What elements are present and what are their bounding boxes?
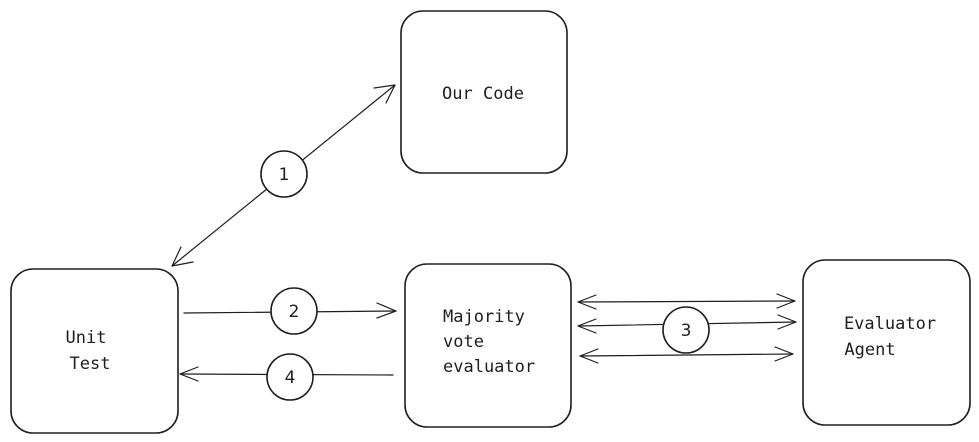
step-4-label: 4 [285,368,296,388]
our-code-label: Our Code [442,84,524,104]
arrow-1-head-bottom [171,246,194,267]
arrow-3c-head-right [774,346,794,362]
arrow-majority-to-unit-test: 4 [179,353,394,401]
arrow-3b-head-left [577,318,597,334]
majority-label-line2: vote [443,332,484,352]
step-1-badge [260,150,308,198]
arrow-1-head-top [373,84,396,104]
arrow-unit-test-to-majority: 2 [183,287,397,335]
step-4-badge [266,353,314,401]
majority-vote-evaluator-box-shape [404,263,572,428]
majority-label-line1: Majority [443,307,525,327]
our-code-box: Our Code [400,10,568,174]
arrow-unit-test-our-code: 1 [171,84,396,267]
step-3-label: 3 [681,321,692,341]
unit-test-label-line1: Unit [66,328,107,348]
arrow-3c-line [579,353,794,357]
evaluator-agent-label-line2: Agent [844,340,895,360]
arrows-majority-agent: 3 [577,293,797,364]
arrow-4-head [179,366,199,382]
arrow-3a-head-right [776,293,796,309]
majority-label-line3: evaluator [443,357,535,377]
evaluator-agent-label-line1: Evaluator [844,314,936,334]
unit-test-label-line2: Test [70,354,111,374]
arrow-3c-head-left [579,348,599,364]
unit-test-box: Unit Test [10,268,179,434]
step-1-label: 1 [279,165,290,185]
step-3-badge [662,306,710,354]
arrow-3b-head-right [777,314,797,330]
arrow-2-head [376,302,397,319]
step-2-badge [270,287,318,335]
evaluator-agent-box-shape [802,259,971,426]
unit-test-box-shape [10,268,179,434]
evaluator-agent-box: Evaluator Agent [802,259,971,426]
arrow-3a-line [577,300,796,303]
majority-vote-evaluator-box: Majority vote evaluator [404,263,572,428]
our-code-box-shape [400,10,568,174]
step-2-label: 2 [289,302,300,322]
arrow-3a-head-left [577,294,597,310]
